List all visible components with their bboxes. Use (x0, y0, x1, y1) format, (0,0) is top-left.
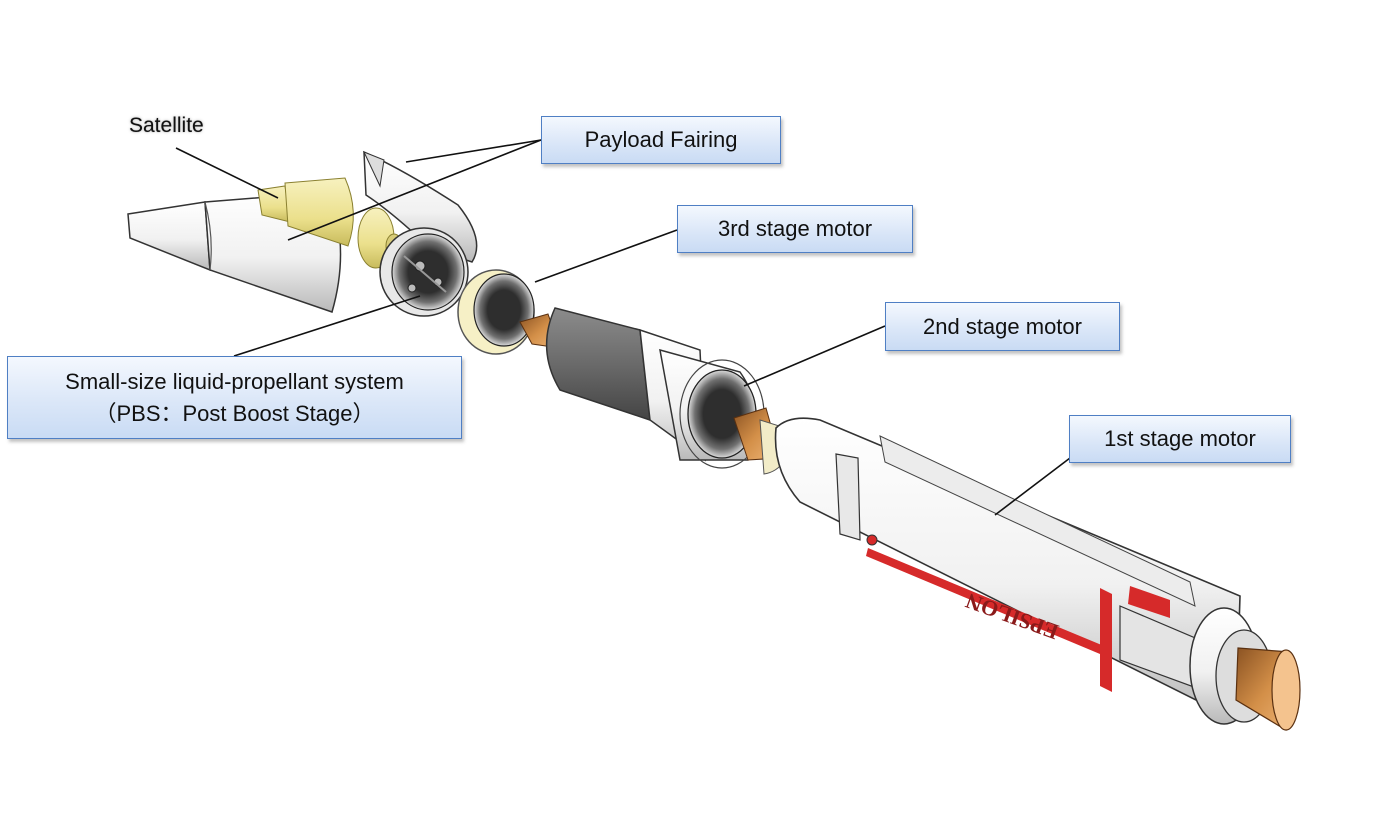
leader-third-stage (534, 229, 678, 283)
payload-fairing-rear (363, 150, 478, 263)
leader-fairing-front (287, 139, 542, 241)
first-stage-label: 1st stage motor (1069, 415, 1291, 463)
first-stage-motor: EPSILON (774, 417, 1301, 731)
leader-second-stage (743, 325, 886, 387)
pbs-label-line1: Small-size liquid-propellant system (65, 368, 404, 394)
leader-satellite (175, 147, 279, 199)
leader-fairing-rear (405, 139, 542, 163)
satellite-label: Satellite (129, 114, 204, 137)
pbs-label: Small-size liquid-propellant system （PBS… (7, 356, 462, 439)
third-stage-label: 3rd stage motor (677, 205, 913, 253)
pbs-module (379, 227, 469, 317)
leader-pbs (233, 295, 421, 357)
pbs-label-line2: （PBS：Post Boost Stage） (94, 400, 375, 426)
second-stage-motor (659, 348, 793, 475)
second-stage-label: 2nd stage motor (885, 302, 1120, 351)
leader-first-stage (994, 457, 1071, 516)
leader-lines (175, 139, 1071, 516)
payload-fairing-label: Payload Fairing (541, 116, 781, 164)
